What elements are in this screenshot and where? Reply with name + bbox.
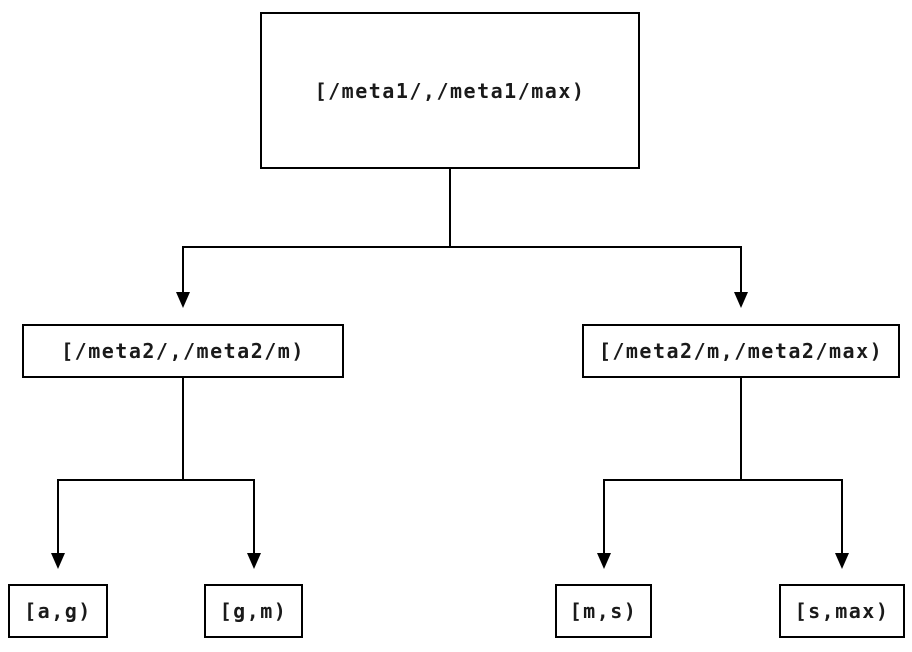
node-left-interval-label: [/meta2/,/meta2/m) (61, 339, 305, 363)
node-left-interval: [/meta2/,/meta2/m) (22, 324, 344, 378)
node-right-interval-label: [/meta2/m,/meta2/max) (598, 339, 884, 363)
arrowhead-down-icon (835, 553, 849, 569)
arrowhead-down-icon (176, 292, 190, 308)
node-leaf-gm: [g,m) (204, 584, 303, 638)
node-leaf-ag-label: [a,g) (24, 599, 92, 623)
arrowhead-down-icon (51, 553, 65, 569)
edge-right-to-leaves (597, 378, 849, 569)
arrowhead-down-icon (597, 553, 611, 569)
node-leaf-ag: [a,g) (8, 584, 108, 638)
edge-left-to-leaves (51, 378, 261, 569)
arrowhead-down-icon (247, 553, 261, 569)
node-root-label: [/meta1/,/meta1/max) (314, 78, 586, 103)
node-right-interval: [/meta2/m,/meta2/max) (582, 324, 900, 378)
node-root: [/meta1/,/meta1/max) (260, 12, 640, 169)
node-leaf-ms: [m,s) (555, 584, 652, 638)
node-leaf-smax-label: [s,max) (794, 599, 890, 623)
arrowhead-down-icon (734, 292, 748, 308)
edge-root-to-children (176, 169, 748, 308)
node-leaf-ms-label: [m,s) (569, 599, 638, 623)
node-leaf-gm-label: [g,m) (219, 599, 288, 623)
node-leaf-smax: [s,max) (779, 584, 905, 638)
